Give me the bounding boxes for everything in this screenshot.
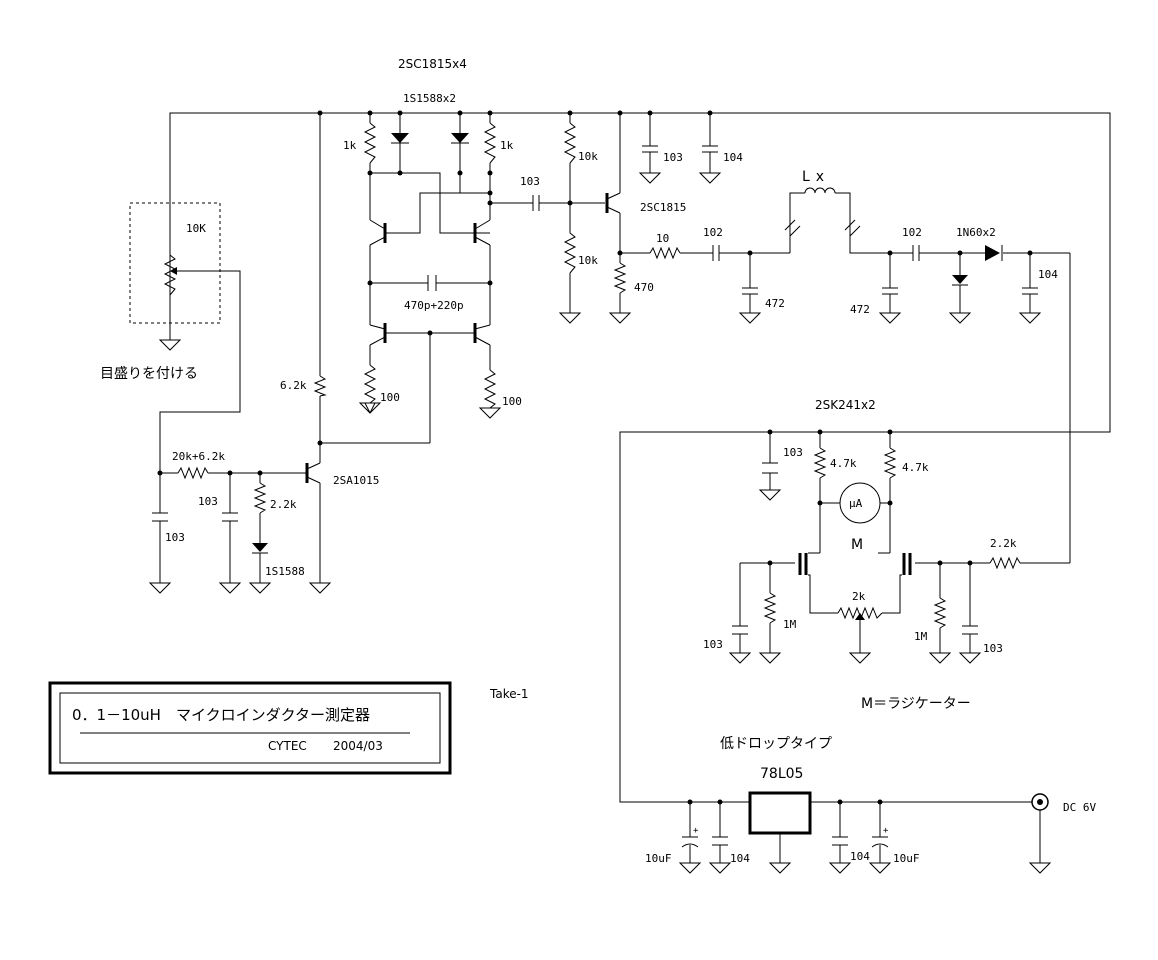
title-block: 0．1－10uH マイクロインダクター測定器 CYTEC 2004/03 (48, 681, 452, 775)
resistors (163, 122, 1021, 629)
label-c-103-top: 103 (663, 151, 683, 164)
label-r-4-7k-a: 4.7k (830, 457, 857, 470)
label-c-472-b: 472 (850, 303, 870, 316)
junctions (157, 110, 1033, 805)
label-c-103-fet: 103 (783, 446, 803, 459)
diodes (252, 133, 1003, 554)
label-r-6-2k: 6.2k (280, 379, 307, 392)
label-c-102-a: 102 (703, 226, 723, 239)
label-pot-10k: 10K (186, 222, 206, 235)
label-c-104-top: 104 (723, 151, 743, 164)
transistors (305, 192, 912, 575)
label-c-104-det: 104 (1038, 268, 1058, 281)
label-c-472-a: 472 (765, 297, 785, 310)
label-r-10: 10 (656, 232, 669, 245)
label-r-1m-a: 1M (783, 618, 797, 631)
title-date: 2004/03 (333, 739, 383, 753)
label-c-103-r: 103 (983, 642, 1003, 655)
grounds (148, 172, 1052, 874)
label-r-10k-a: 10k (578, 150, 598, 163)
label-r-20k: 20k+6.2k (172, 450, 225, 463)
label-r-2-2k-b: 2.2k (270, 498, 297, 511)
label-r-1k-left: 1k (343, 139, 357, 152)
label-d-1s1588: 1S1588 (265, 565, 305, 578)
label-r-10k-b: 10k (578, 254, 598, 267)
regulator-78l05 (748, 791, 812, 835)
label-r-100-left: 100 (380, 391, 400, 404)
label-c-103-out: 103 (520, 175, 540, 188)
label-c-102-b: 102 (902, 226, 922, 239)
label-regulator-note: 低ドロップタイプ (720, 736, 832, 752)
label-meter: μA (849, 497, 863, 510)
label-c-103-l: 103 (703, 638, 723, 651)
label-r-2-2k-fet: 2.2k (990, 537, 1017, 550)
labels: 2SC1815x4 1S1588x2 1k 1k 10k 10k 103 104… (100, 57, 1096, 865)
label-q-2sa1015: 2SA1015 (333, 474, 379, 487)
label-c-104-a: 104 (730, 852, 750, 865)
label-c-103-bl: 103 (198, 495, 218, 508)
svg-text:+: + (883, 826, 889, 836)
label-dc-in: DC 6V (1063, 801, 1096, 814)
label-r-470: 470 (634, 281, 654, 294)
label-fet: 2SK241x2 (815, 398, 876, 412)
label-r-2k: 2k (852, 590, 866, 603)
label-diode-1n60: 1N60x2 (956, 226, 996, 239)
label-r-1m-b: 1M (914, 630, 928, 643)
label-diodes-pair: 1S1588x2 (403, 92, 456, 105)
title-author: CYTEC (268, 739, 307, 753)
svg-text:+: + (693, 826, 699, 836)
label-meter-m: M (851, 537, 863, 553)
capacitors: + + (152, 145, 1038, 848)
label-c-470p: 470p+220p (404, 299, 464, 312)
microammeter (839, 482, 881, 524)
pot-panel-box (129, 202, 221, 324)
label-c-104-b: 104 (850, 850, 870, 863)
label-regulator: 78L05 (760, 766, 803, 782)
label-c-10uf-b: 10uF (893, 852, 920, 865)
label-take: Take-1 (489, 687, 529, 701)
label-c-10uf-a: 10uF (645, 852, 672, 865)
label-q-2sc1815: 2SC1815 (640, 201, 686, 214)
label-top-transistors: 2SC1815x4 (398, 57, 467, 71)
label-m-note: M＝ラジケーター (861, 696, 971, 712)
label-r-4-7k-b: 4.7k (902, 461, 929, 474)
label-r-100-right: 100 (502, 395, 522, 408)
title-text: 0．1－10uH マイクロインダクター測定器 (72, 706, 370, 724)
inductor (784, 187, 861, 253)
label-r-1k-right: 1k (500, 139, 514, 152)
label-c-103-bl2: 103 (165, 531, 185, 544)
label-lx: Lx (802, 169, 830, 185)
label-scale-note: 目盛りを付ける (100, 366, 198, 382)
